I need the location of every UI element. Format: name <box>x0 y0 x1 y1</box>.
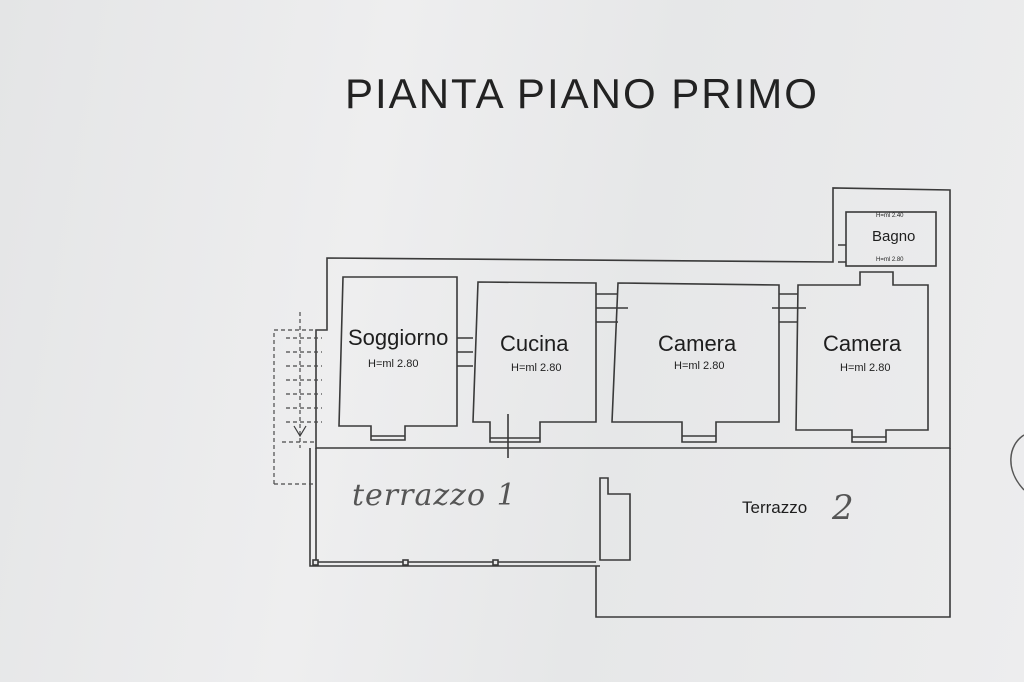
room-cucina <box>472 281 597 443</box>
room-height-camera-1: H=ml 2.80 <box>674 360 725 372</box>
terrace1-handwritten-label: terrazzo 1 <box>352 478 517 513</box>
plan-title: PIANTA PIANO PRIMO <box>345 70 819 117</box>
outer-wall <box>315 187 951 449</box>
bathroom-box <box>845 211 937 267</box>
room-label-soggiorno: Soggiorno <box>348 325 449 350</box>
terrace2-label: Terrazzo <box>742 498 808 517</box>
room-height-camera-2: H=ml 2.80 <box>840 362 891 374</box>
bathroom-height-bottom: H=ml 2.80 <box>876 257 904 263</box>
room-soggiorno <box>338 276 458 441</box>
room-camera-1 <box>611 282 780 443</box>
room-label-camera-1: Camera <box>658 331 737 356</box>
room-label-cucina: Cucina <box>500 331 569 356</box>
room-height-soggiorno: H=ml 2.80 <box>368 358 419 370</box>
bathroom-height-top: H=ml 2.40 <box>876 213 904 219</box>
room-label-bagno: Bagno <box>872 228 916 245</box>
terrace2-number: 2 <box>832 488 854 528</box>
room-label-camera-2: Camera <box>823 331 902 356</box>
stairs <box>273 312 327 485</box>
room-height-cucina: H=ml 2.80 <box>511 362 562 374</box>
terrace2-outline <box>595 448 951 618</box>
room-camera-2 <box>795 271 929 443</box>
